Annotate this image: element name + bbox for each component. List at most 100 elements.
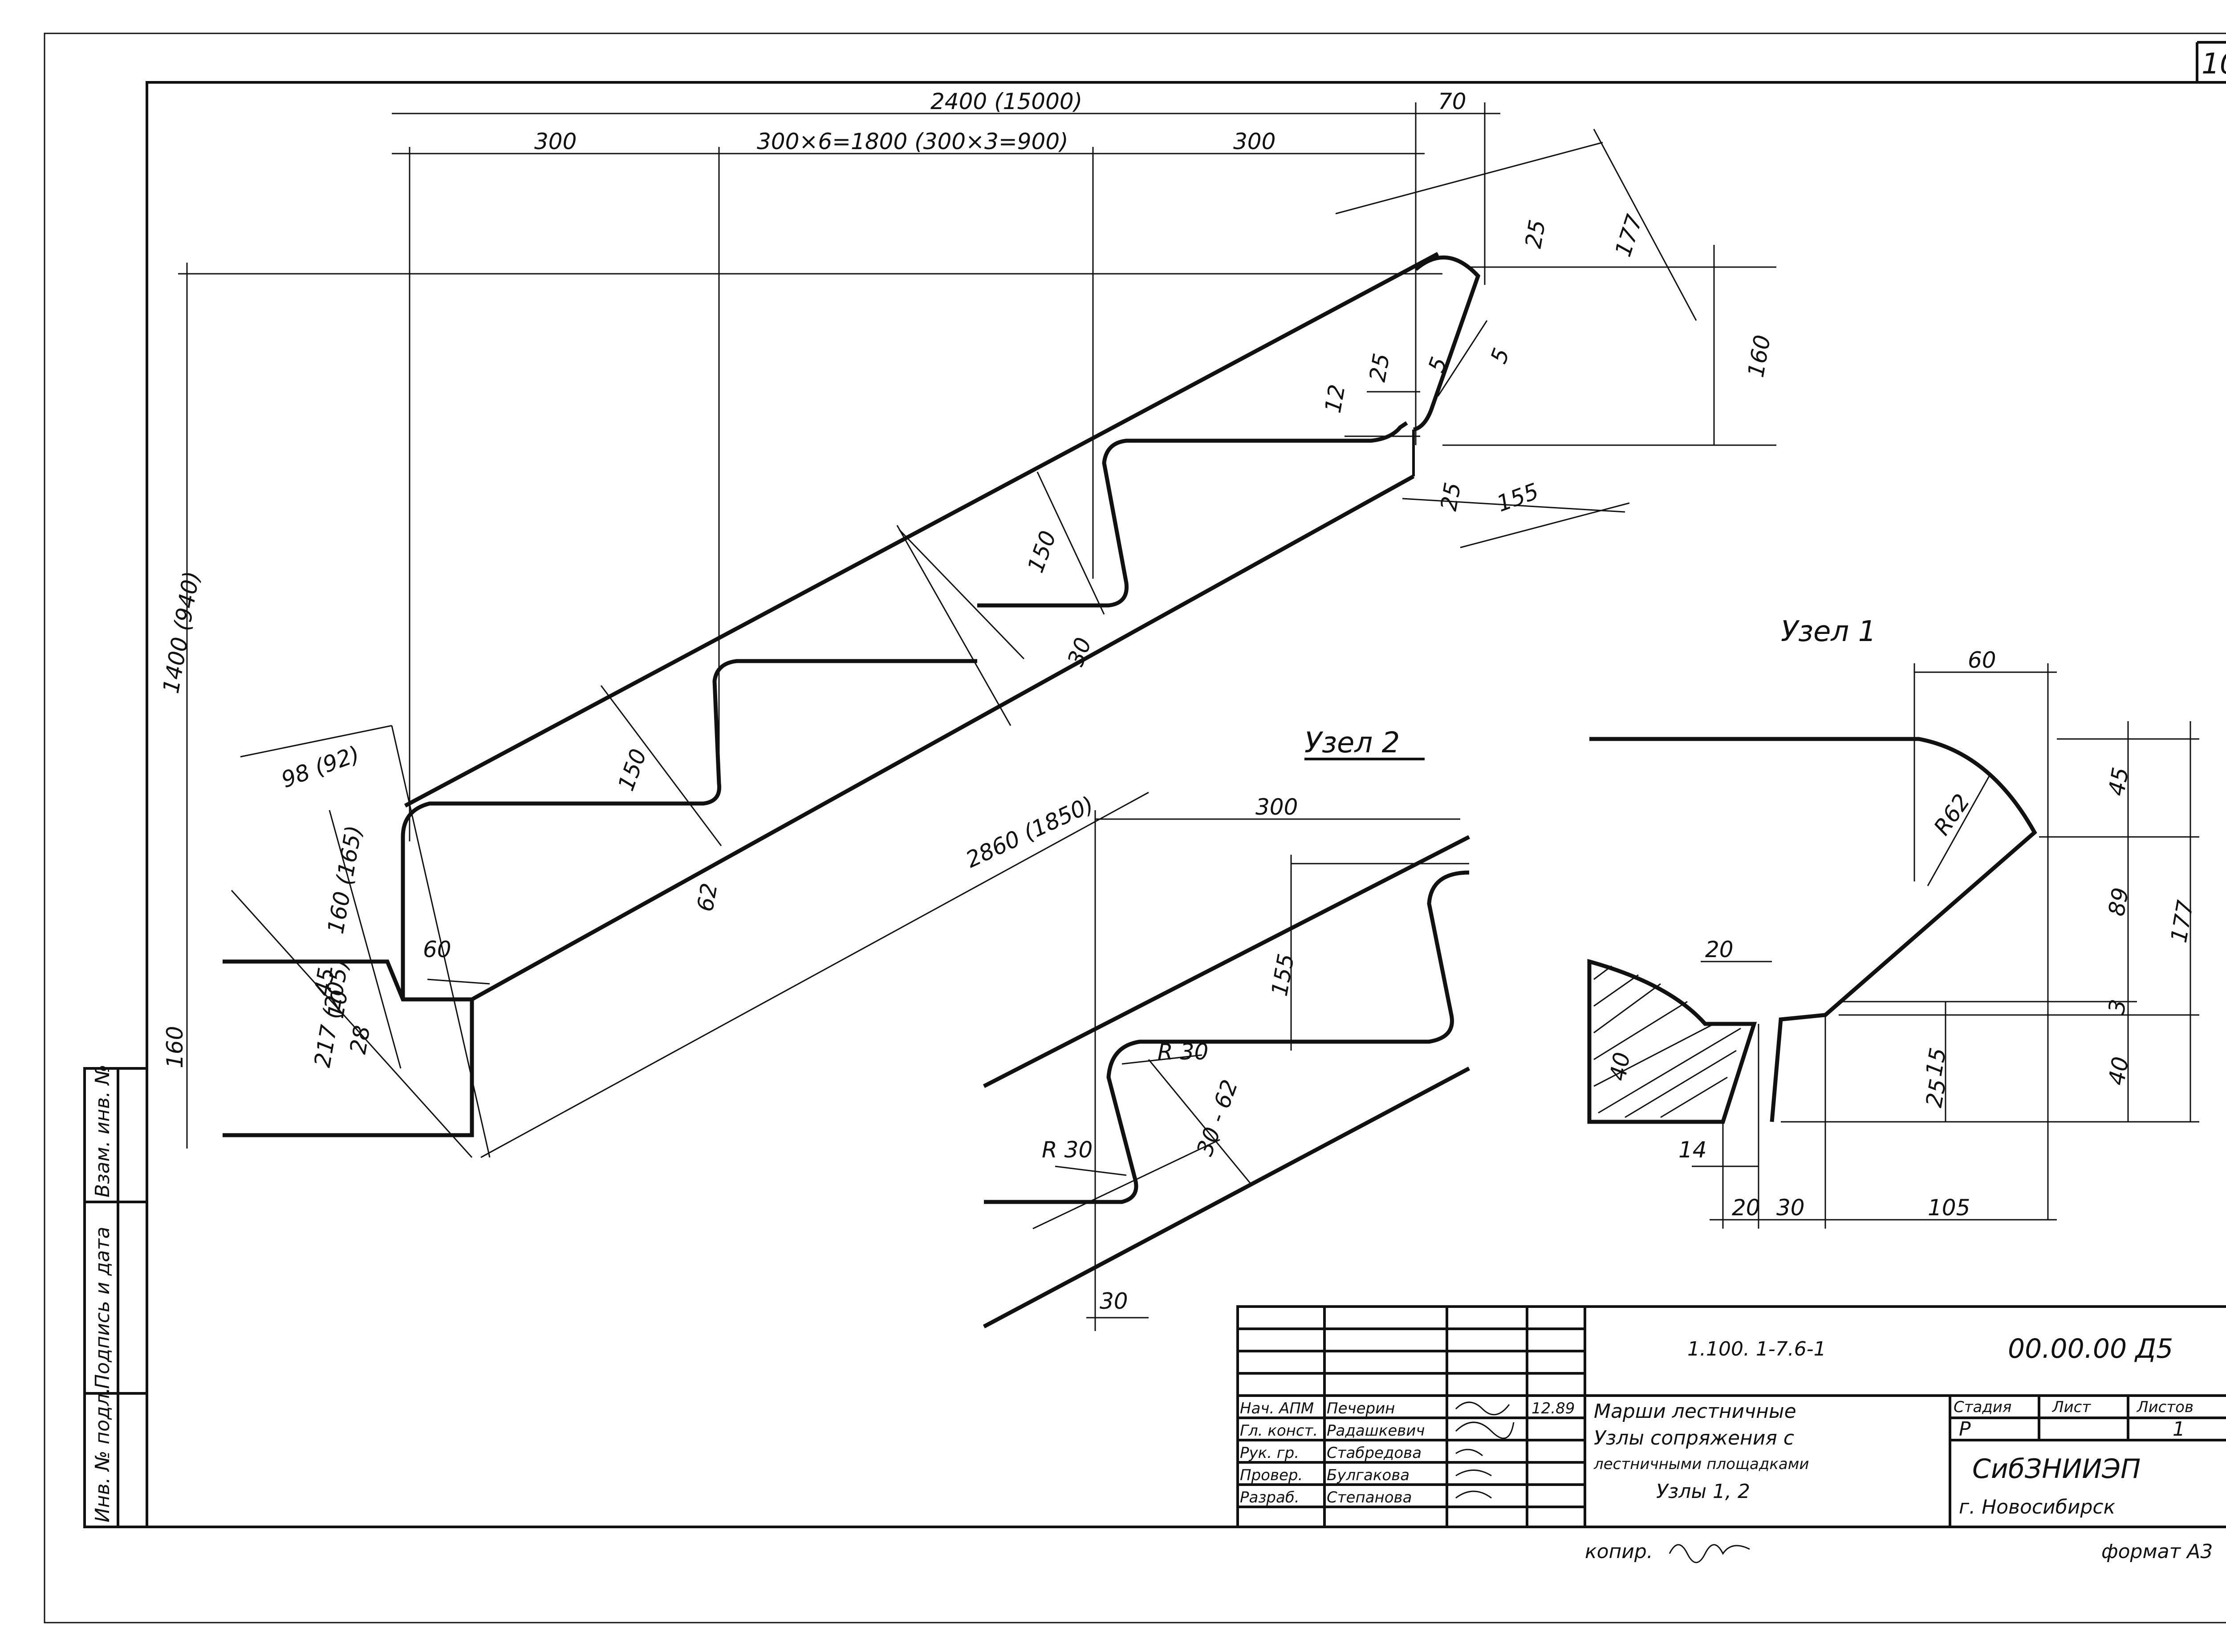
stage-value: Р bbox=[1959, 1418, 1971, 1441]
sheet-number: 102 bbox=[2202, 48, 2226, 81]
signatures bbox=[1455, 1401, 1515, 1499]
role-1: Нач. АПМ bbox=[1240, 1400, 1314, 1417]
signature-date-label: Подпись и дата bbox=[91, 1227, 114, 1389]
dim-60: 60 bbox=[423, 937, 451, 962]
inv-number-label: Инв. № подл. bbox=[91, 1387, 114, 1522]
title-block-grid bbox=[1238, 1307, 2226, 1527]
dim-riser-150-lower: 150 bbox=[613, 746, 652, 795]
dim-25-top: 25 bbox=[1520, 218, 1551, 250]
node1-dim-3: 3 bbox=[2104, 998, 2132, 1016]
left-strip-frame bbox=[83, 1067, 148, 1528]
dim-45: 45 bbox=[309, 966, 340, 998]
node1-title: Узел 1 bbox=[1781, 615, 1876, 648]
main-dim-lines bbox=[178, 102, 1776, 1158]
dim-28: 28 bbox=[345, 1023, 375, 1056]
left-strip: Инв. № подл. Подпись и дата Взам. инв. № bbox=[83, 1064, 148, 1528]
stage-header: Стадия bbox=[1954, 1398, 2011, 1416]
name-5: Степанова bbox=[1327, 1489, 1412, 1506]
dim-height-total: 1400 (940) bbox=[158, 569, 205, 695]
title-block: 1.100. 1-7.6-1 00.00.00 Д5 Нач. АПМ Гл. … bbox=[1236, 1305, 2226, 1528]
dim-25-mid: 25 bbox=[1365, 351, 1395, 384]
node2-dim-155: 155 bbox=[1267, 952, 1300, 998]
dim-98-92: 98 (92) bbox=[278, 741, 363, 793]
dim-160-left: 160 bbox=[162, 1026, 188, 1068]
stair-top-nosing bbox=[1413, 255, 1481, 432]
node1-dim-15: 15 bbox=[1921, 1046, 1951, 1078]
node2-title: Узел 2 bbox=[1304, 727, 1400, 759]
node1-dim-89: 89 bbox=[2104, 885, 2134, 918]
dim-total-length: 2400 (15000) bbox=[930, 89, 1082, 114]
outer-border bbox=[44, 32, 2226, 1624]
title-line-4: Узлы 1, 2 bbox=[1656, 1480, 1750, 1503]
node1-dim-40-right: 40 bbox=[2104, 1055, 2134, 1087]
copy-label: копир. bbox=[1585, 1540, 1653, 1563]
node1-dim-25: 25 bbox=[1921, 1077, 1951, 1109]
role-5: Разраб. bbox=[1240, 1489, 1300, 1506]
role-3: Рук. гр. bbox=[1240, 1444, 1299, 1462]
dim-diagonal-177: 177 bbox=[1610, 211, 1648, 260]
org-line-2: г. Новосибирск bbox=[1959, 1496, 2116, 1518]
dim-155: 155 bbox=[1493, 478, 1542, 517]
copy-signature bbox=[1669, 1544, 1750, 1563]
node1-dim-14: 14 bbox=[1678, 1137, 1707, 1163]
node1-dim-105: 105 bbox=[1928, 1195, 1970, 1221]
stair-landing-bottom bbox=[223, 959, 474, 1137]
node2-dim-300: 300 bbox=[1255, 794, 1298, 820]
node2-dim-30: 30 bbox=[1100, 1288, 1128, 1314]
title-line-3: лестничными площадками bbox=[1593, 1455, 1809, 1473]
doc-code: 1.100. 1-7.6-1 bbox=[1687, 1338, 1826, 1360]
node1-dim-40-left: 40 bbox=[1605, 1050, 1635, 1083]
date: 12.89 bbox=[1531, 1400, 1575, 1417]
node2-upper-profile bbox=[983, 835, 1470, 1204]
dim-160-right: 160 bbox=[1743, 333, 1776, 379]
dim-end-left: 300 bbox=[534, 129, 577, 154]
inner-border bbox=[146, 81, 2226, 1528]
node1-hatch bbox=[1593, 965, 1741, 1118]
stair-top-surface bbox=[401, 252, 1439, 999]
sheet-header: Лист bbox=[2051, 1398, 2091, 1416]
node1-dim-60: 60 bbox=[1968, 647, 1996, 673]
node2-radius-r30-upper: R 30 bbox=[1158, 1039, 1208, 1065]
title-line-2: Узлы сопряжения с bbox=[1594, 1427, 1794, 1449]
dim-12: 12 bbox=[1320, 382, 1350, 415]
node1-dim-20-top: 20 bbox=[1705, 937, 1734, 962]
name-1: Печерин bbox=[1327, 1400, 1395, 1417]
node2-lower-profile bbox=[983, 1067, 1470, 1328]
node1-dim-20-bottom: 20 bbox=[1732, 1195, 1760, 1221]
dim-160-165: 160 (165) bbox=[323, 824, 367, 936]
sheet-frame: 102 bbox=[44, 32, 2226, 1624]
sheets-count: 1 bbox=[2173, 1418, 2185, 1441]
name-4: Булгакова bbox=[1327, 1466, 1410, 1484]
dim-5-b: 5 bbox=[1486, 345, 1515, 367]
main-staircase-view: 2400 (15000) 300 300×6=1800 (300×3=900) … bbox=[158, 89, 1776, 1158]
node2-dim-30-62: 30 - 62 bbox=[1192, 1076, 1243, 1159]
title-line-1: Марши лестничные bbox=[1594, 1400, 1796, 1423]
dim-end-right: 300 bbox=[1233, 129, 1275, 154]
replaced-inv-label: Взам. инв. № bbox=[91, 1064, 114, 1197]
node1-dim-45: 45 bbox=[2104, 765, 2134, 798]
role-2: Гл. конст. bbox=[1240, 1422, 1318, 1440]
dim-step-length: 300×6=1800 (300×3=900) bbox=[757, 129, 1068, 154]
node1-profile bbox=[1587, 737, 2037, 1124]
node2-radius-r30-lower: R 30 bbox=[1042, 1137, 1093, 1163]
dim-62: 62 bbox=[692, 881, 723, 913]
node1-dim-lines bbox=[1692, 663, 2199, 1229]
node1-detail: Узел 1 bbox=[1587, 615, 2199, 1229]
role-4: Провер. bbox=[1240, 1466, 1303, 1484]
dim-30: 30 bbox=[1063, 634, 1097, 670]
format-label: формат А3 bbox=[2101, 1540, 2213, 1563]
node2-detail: Узел 2 300 155 R 30 R 30 30 - 62 30 bbox=[983, 727, 1470, 1331]
sheets-header: Листов bbox=[2136, 1398, 2194, 1416]
org-line-1: СибЗНИИЭП bbox=[1972, 1453, 2141, 1485]
dim-25-low: 25 bbox=[1436, 480, 1466, 513]
node1-dim-30: 30 bbox=[1776, 1195, 1805, 1221]
node2-dim-lines bbox=[1032, 810, 1469, 1331]
name-3: Стабредова bbox=[1327, 1444, 1422, 1462]
doc-number: 00.00.00 Д5 bbox=[2008, 1333, 2173, 1364]
dim-10: 10 bbox=[323, 988, 353, 1020]
stair-bottom-soffit bbox=[471, 475, 1415, 1001]
dim-riser-150-upper: 150 bbox=[1023, 528, 1061, 576]
name-2: Радашкевич bbox=[1327, 1422, 1425, 1440]
node1-dim-177: 177 bbox=[2166, 898, 2199, 945]
